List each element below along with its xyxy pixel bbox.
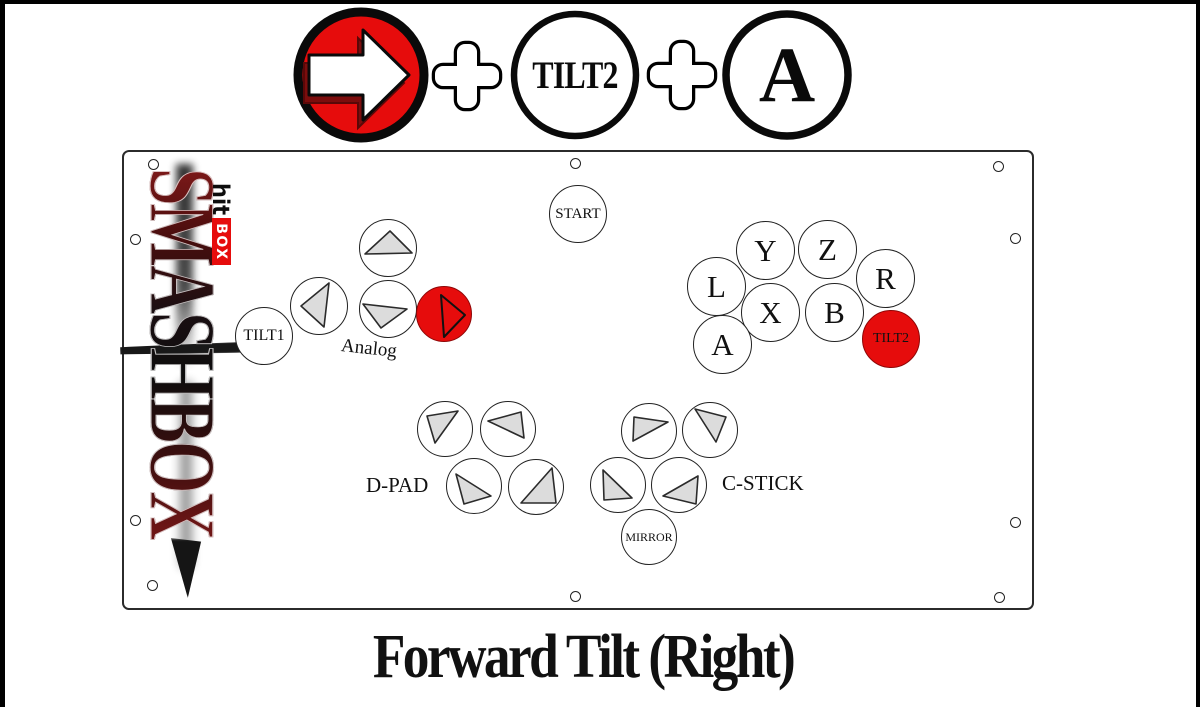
cstick-cluster-label: C-STICK [722, 471, 804, 495]
analog-left-button [290, 277, 348, 335]
screw-hole [1010, 517, 1021, 528]
screw-hole [130, 515, 141, 526]
hitbox-logo: hit BOX [208, 183, 235, 295]
hitbox-logo-box: BOX [212, 218, 231, 265]
y-label: Y [754, 233, 777, 268]
combo-a-label: A [759, 31, 815, 118]
screw-hole [570, 591, 581, 602]
combo-a-button: A [722, 10, 852, 140]
start-button: START [549, 185, 607, 243]
analog-down-button [359, 280, 417, 338]
l-button: L [687, 257, 746, 316]
tilt2-label: TILT2 [872, 331, 910, 346]
x-button: X [741, 283, 800, 342]
frame-top-bar [0, 0, 1200, 4]
left-arrow-icon [300, 282, 330, 328]
screw-hole [130, 234, 141, 245]
screw-hole [993, 161, 1004, 172]
cstick-top-right-button [682, 402, 738, 458]
z-label: Z [818, 232, 837, 267]
page-title: Forward Tilt (Right) [372, 623, 796, 691]
start-label: START [555, 205, 601, 222]
r-label: R [875, 261, 896, 296]
up-arrow-icon [364, 230, 413, 255]
plus-icon [431, 40, 503, 112]
cstick-top-left-button [621, 403, 677, 459]
left-arrow-icon [662, 475, 699, 505]
frame-left-bar [0, 0, 5, 707]
analog-right-button-highlighted [416, 286, 472, 342]
dpad-top-left-button [417, 401, 473, 457]
screw-hole [1010, 233, 1021, 244]
right-direction-button [293, 7, 429, 143]
down-arrow-icon [694, 408, 727, 443]
plus-icon [646, 39, 718, 111]
screw-hole [148, 159, 159, 170]
combo-tilt2-button: TILT2 [510, 10, 640, 140]
analog-up-button [359, 219, 417, 277]
frame-right-bar [1196, 0, 1200, 707]
left-arrow-icon [487, 411, 525, 439]
b-label: B [824, 295, 845, 330]
up-arrow-icon [520, 467, 557, 504]
b-button: B [805, 283, 864, 342]
a-button: A [693, 315, 752, 374]
a-label: A [711, 327, 734, 362]
right-arrow-icon [455, 473, 492, 505]
dpad-cluster-label: D-PAD [366, 473, 429, 497]
down-left-arrow-icon [602, 469, 633, 501]
smashbox-logo: SMASHBOX [130, 168, 235, 546]
dpad-bottom-right-button [508, 459, 564, 515]
l-label: L [707, 269, 726, 304]
tilt1-button: TILT1 [235, 307, 293, 365]
mirror-label: MIRROR [625, 530, 673, 544]
combo-tilt2-label: TILT2 [532, 53, 617, 97]
tilt2-button-highlighted: TILT2 [862, 310, 920, 368]
dpad-top-right-button [480, 401, 536, 457]
cstick-bottom-right-button [651, 457, 707, 513]
screw-hole [994, 592, 1005, 603]
r-button: R [856, 249, 915, 308]
hitbox-logo-hit: hit [208, 183, 235, 216]
mirror-button: MIRROR [621, 509, 677, 565]
dpad-bottom-left-button [446, 458, 502, 514]
right-arrow-icon [632, 416, 669, 442]
combo-formula: TILT2 A [293, 7, 852, 143]
z-button: Z [798, 220, 857, 279]
tilt1-label: TILT1 [243, 327, 285, 344]
screw-hole [147, 580, 158, 591]
ink-brush-smear [180, 382, 192, 567]
y-button: Y [736, 221, 795, 280]
cstick-bottom-left-button [590, 457, 646, 513]
right-arrow-icon [303, 28, 411, 131]
down-arrow-icon [426, 410, 459, 444]
ink-brush-smear [176, 164, 193, 369]
right-arrow-icon [440, 294, 466, 338]
x-label: X [759, 295, 782, 330]
down-arrow-icon [362, 303, 408, 329]
screw-hole [570, 158, 581, 169]
